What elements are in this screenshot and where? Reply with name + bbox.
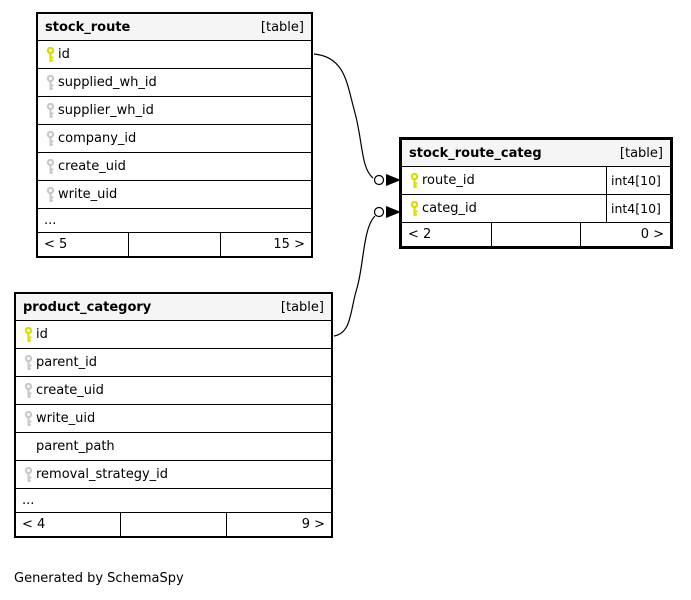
children-count: < 2 [408,227,432,242]
column-name: supplied_wh_id [58,75,157,90]
foreign-key-icon [38,130,58,147]
relationship-zero-circle [373,206,385,218]
column-row-parent_path: parent_path [16,433,331,461]
column-row-parent_id: parent_id [16,349,331,377]
primary-key-icon [38,46,58,63]
table-name[interactable]: stock_route [45,19,131,35]
foreign-key-icon [16,382,36,399]
foreign-key-icon [38,158,58,175]
relationship-line-stock_route-route_id [313,53,374,179]
column-row-categ_id: categ_id int4[10] [402,195,670,223]
table-degree-footer: < 4 9 > [16,513,331,536]
column-row-id: id [16,321,331,349]
table-degree-footer: < 2 0 > [402,223,670,246]
relationship-zero-circle [373,174,385,186]
table-header: product_category [table] [16,294,331,321]
table-type-badge: [table] [280,299,324,315]
footer-spacer [490,223,581,246]
foreign-key-icon [38,74,58,91]
table-name[interactable]: stock_route_categ [409,145,542,161]
column-type: int4[10] [606,167,670,194]
foreign-key-icon [16,410,36,427]
table-header: stock_route_categ [table] [402,140,670,167]
column-name: company_id [58,131,137,146]
column-row-create_uid: create_uid [16,377,331,405]
column-name: create_uid [58,159,126,174]
column-type: int4[10] [606,195,670,222]
column-row-company_id: company_id [38,125,311,153]
columns-count: 0 > [580,223,670,246]
column-row-write_uid: write_uid [16,405,331,433]
primary-key-icon [16,326,36,343]
table-type-badge: [table] [260,19,304,35]
column-name: create_uid [36,383,104,398]
table-stock_route_categ: stock_route_categ [table] route_id int4[… [399,137,673,249]
children-count: < 4 [22,517,46,532]
table-name[interactable]: product_category [23,299,152,315]
columns-count: 9 > [225,513,331,536]
generated-by-note: Generated by SchemaSpy [14,571,184,586]
footer-spacer [128,233,219,256]
column-row-removal_strategy_id: removal_strategy_id [16,461,331,489]
children-count: < 5 [44,237,68,252]
primary-key-icon [402,200,422,217]
table-stock_route: stock_route [table] id supplied_wh_id su… [36,12,313,258]
primary-key-icon [402,172,422,189]
foreign-key-icon [16,466,36,483]
columns-ellipsis-row: ... [16,489,331,513]
column-name: supplier_wh_id [58,103,154,118]
foreign-key-icon [38,186,58,203]
column-name: parent_path [36,439,115,454]
column-row-write_uid: write_uid [38,181,311,209]
column-row-id: id [38,41,311,69]
footer-spacer [120,513,225,536]
columns-ellipsis-row: ... [38,209,311,233]
columns-count: 15 > [219,233,311,256]
table-header: stock_route [table] [38,14,311,41]
column-row-create_uid: create_uid [38,153,311,181]
table-product_category: product_category [table] id parent_id cr… [14,292,333,538]
column-name: route_id [422,173,475,188]
column-name: write_uid [58,187,118,202]
table-degree-footer: < 5 15 > [38,233,311,256]
ellipsis-label: ... [44,213,57,228]
column-row-supplier_wh_id: supplier_wh_id [38,97,311,125]
column-name: id [36,327,48,342]
column-name: categ_id [422,201,477,216]
ellipsis-label: ... [22,493,35,508]
table-type-badge: [table] [619,145,663,161]
column-name: parent_id [36,355,97,370]
column-name: removal_strategy_id [36,467,169,482]
column-name: id [58,47,70,62]
column-row-route_id: route_id int4[10] [402,167,670,195]
relationship-line-product_category-categ_id [333,215,376,337]
column-row-supplied_wh_id: supplied_wh_id [38,69,311,97]
column-name: write_uid [36,411,96,426]
foreign-key-icon [38,102,58,119]
foreign-key-icon [16,354,36,371]
